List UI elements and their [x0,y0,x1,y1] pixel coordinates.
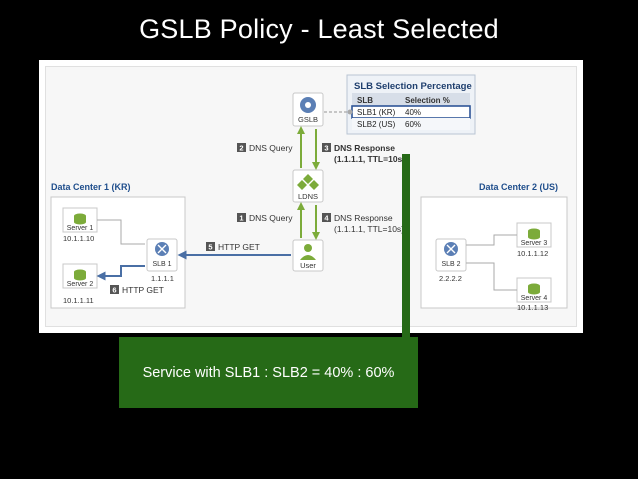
database-icon [528,283,540,295]
dc2-label: Data Center 2 (US) [479,182,558,192]
table-row-1-pct: 40% [405,108,421,117]
svg-text:Server 3: Server 3 [521,240,548,247]
dc1-label: Data Center 1 (KR) [51,182,131,192]
step-4-detail: (1.1.1.1, TTL=10s) [334,224,404,234]
ldns-label: LDNS [298,192,318,201]
database-icon [74,269,86,281]
ldns-node: LDNS [292,169,324,203]
table-title: SLB Selection Percentage [354,81,472,92]
step-3-badge [322,143,331,152]
database-icon [74,213,86,225]
table-header-pct: Selection % [405,96,450,105]
step-5-badge [206,242,215,251]
slb-2-ip: 2.2.2.2 [439,274,462,283]
callout-text: Service with SLB1 : SLB2 = 40% : 60% [142,364,395,381]
table-row-2-pct: 60% [405,120,421,129]
svg-text:Server 1: Server 1 [67,225,94,232]
step-4-badge [322,213,331,222]
svg-text:2: 2 [239,144,243,153]
step-1-badge [237,213,246,222]
server-1: Server 1 10.1.1.10 [62,207,98,243]
diagram-panel: SLB Selection Percentage SLB Selection %… [39,60,583,333]
svg-text:Server 2: Server 2 [67,281,94,288]
svg-text:4: 4 [324,214,329,223]
callout-pointer [402,154,410,338]
slb-1-ip: 1.1.1.1 [151,274,174,283]
step-6-label: HTTP GET [122,285,164,295]
server-3: Server 3 10.1.1.12 [516,222,552,258]
svg-text:5: 5 [208,243,212,252]
step-2-label: DNS Query [249,143,293,153]
arrow-http-get-6 [96,265,145,281]
slb-1-node: SLB 1 1.1.1.1 [146,238,178,283]
user-icon [300,244,316,260]
step-5-label: HTTP GET [218,242,260,252]
server-1-ip: 10.1.1.10 [63,234,94,243]
svg-text:SLB 2: SLB 2 [441,261,460,268]
table-row-2-slb: SLB2 (US) [357,120,396,129]
gslb-node: GSLB [292,92,324,127]
user-node: User [292,239,324,272]
table-header-slb: SLB [357,96,373,105]
svg-text:SLB 1: SLB 1 [152,261,171,268]
slide-title: GSLB Policy - Least Selected [139,14,499,44]
server-2-ip: 10.1.1.11 [63,296,94,305]
step-6-badge [110,285,119,294]
connector-dot-icon [347,109,353,115]
svg-text:1: 1 [239,214,243,223]
link-server1-slb1 [97,219,145,245]
link-slb2-server4 [466,262,517,291]
callout-box: Service with SLB1 : SLB2 = 40% : 60% [119,337,418,408]
svg-text:6: 6 [112,286,116,295]
gslb-label: GSLB [298,115,318,124]
slb-selection-table: SLB Selection Percentage SLB Selection %… [346,74,476,135]
link-slb2-server3 [466,234,517,246]
server-4: Server 4 10.1.1.13 [516,277,552,312]
server-4-ip: 10.1.1.13 [517,303,548,312]
database-icon [528,228,540,240]
step-2-badge [237,143,246,152]
user-label: User [300,261,316,270]
server-3-ip: 10.1.1.12 [517,249,548,258]
network-diagram: SLB Selection Percentage SLB Selection %… [50,74,568,312]
step-3-label: DNS Response [334,143,395,153]
dns-icon [297,174,319,190]
svg-text:Server 4: Server 4 [521,295,548,302]
server-2: Server 2 10.1.1.11 [62,263,98,305]
svg-text:3: 3 [324,144,328,153]
table-row-1-slb: SLB1 (KR) [357,108,396,117]
step-1-label: DNS Query [249,213,293,223]
step-4-label: DNS Response [334,213,393,223]
step-3-detail: (1.1.1.1, TTL=10s) [334,154,405,164]
slb-2-node: SLB 2 2.2.2.2 [435,238,467,283]
